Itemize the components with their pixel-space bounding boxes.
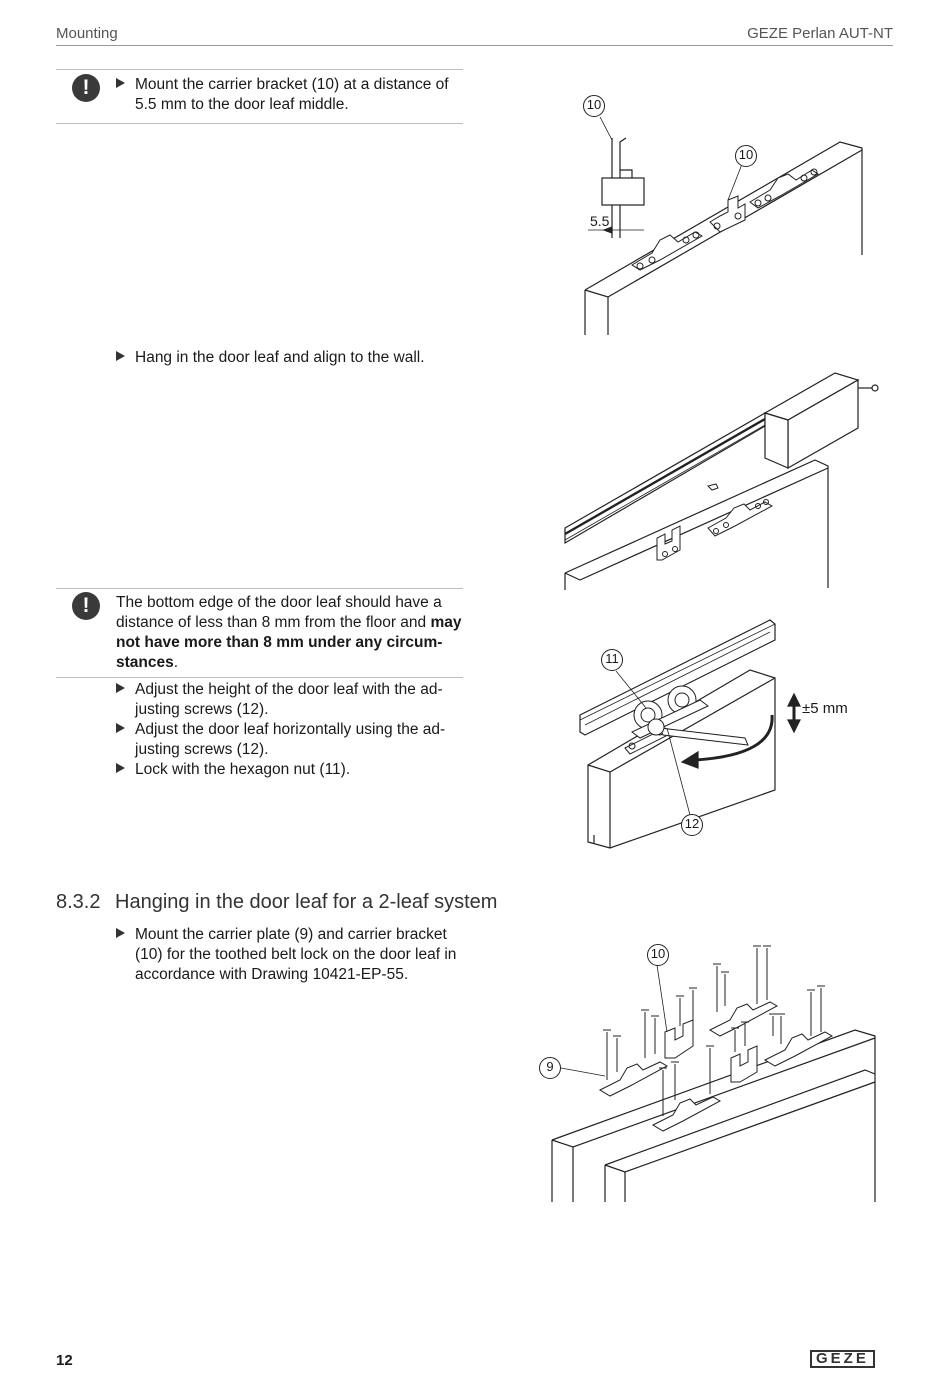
section-number: 8.3.2 [56,891,101,913]
note-divider-bottom [56,677,463,678]
note-line: . [173,654,179,671]
callout-10: 10 [586,97,602,112]
note-divider-top [56,588,463,589]
figure-two-leaf-mounting: 10 9 [535,940,885,1202]
callout-12: 12 [684,816,700,831]
note-emphasis: may [430,614,462,631]
figure-hang-door-leaf [560,358,890,590]
bullet-triangle-icon [116,351,125,361]
step-adjust-height: Adjust the height of the door leaf with … [116,680,466,720]
bullet-triangle-icon [116,78,125,88]
step-line: Mount the carrier bracket (10) at a dist… [135,76,449,93]
step-lock-nut: Lock with the hexagon nut (11). [116,760,466,782]
note-emphasis: not have more than 8 mm under any circum… [116,634,443,651]
section-title: Hanging in the door leaf for a 2-leaf sy… [115,891,498,913]
bullet-triangle-icon [116,683,125,693]
callout-9: 9 [546,1059,554,1074]
header-product-name: GEZE Perlan AUT-NT [747,25,893,42]
callout-11: 11 [605,651,619,666]
header-divider [56,45,893,46]
exclamation-icon: ! [72,74,100,102]
step-line: 5.5 mm to the door leaf middle. [135,96,349,113]
note-emphasis: stances [116,654,174,671]
step-adjust-horizontal: Adjust the door leaf horizontally using … [116,720,466,760]
step-line: justing screws (12). [135,701,269,718]
callout-10: 10 [738,147,754,162]
dimension-label: 5.5 [590,213,610,229]
step-hang-door-leaf: Hang in the door leaf and align to the w… [116,348,466,370]
height-range-label: ±5 mm [802,700,848,717]
note-divider-top [56,69,463,70]
bullet-triangle-icon [116,928,125,938]
note-floor-distance: The bottom edge of the door leaf should … [116,593,476,673]
page-number: 12 [56,1352,73,1369]
figure-height-adjustment: 11 12 ±5 mm [570,610,870,855]
step-line: Adjust the height of the door leaf with … [135,681,443,698]
header-section-title: Mounting [56,25,118,42]
step-line: Adjust the door leaf horizontally using … [135,721,446,738]
callout-10: 10 [650,946,666,961]
geze-logo: GEZE [810,1350,875,1368]
step-line: Lock with the hexagon nut (11). [135,761,351,778]
step-mount-carrier-plate: Mount the carrier plate (9) and carrier … [116,925,476,985]
figure-carrier-bracket-distance: 10 10 5.5 [560,90,890,340]
exclamation-icon: ! [72,592,100,620]
bullet-triangle-icon [116,763,125,773]
step-line: justing screws (12). [135,741,269,758]
note-line: The bottom edge of the door leaf should … [116,594,442,611]
step-line: (10) for the toothed belt lock on the do… [135,946,457,963]
note-line: distance of less than 8 mm from the floo… [116,614,431,631]
step-mount-bracket: Mount the carrier bracket (10) at a dist… [116,75,466,115]
note-divider-bottom [56,123,463,124]
bullet-triangle-icon [116,723,125,733]
step-line: Hang in the door leaf and align to the w… [135,349,425,366]
step-line: accordance with Drawing 10421-EP-55. [135,966,409,983]
step-line: Mount the carrier plate (9) and carrier … [135,926,447,943]
